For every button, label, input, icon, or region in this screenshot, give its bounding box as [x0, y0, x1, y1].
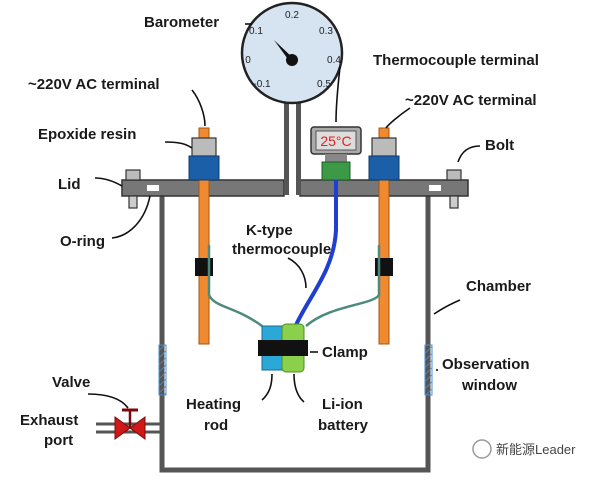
leader-k-type [287, 257, 307, 289]
leader-ac-right [385, 107, 411, 129]
thermocouple-terminal: 25°C [310, 126, 362, 181]
rod-clip-left [195, 258, 213, 276]
label-heating-1: Heating [186, 396, 241, 413]
leader-ac-left [191, 89, 206, 127]
label-thermocouple-terminal: Thermocouple terminal [373, 52, 539, 69]
dial-tick-0.1: 0.1 [249, 26, 263, 37]
label-heating-2: rod [204, 417, 228, 434]
label-valve: Valve [52, 374, 90, 391]
leader-epoxy [164, 141, 193, 149]
label-o-ring: O-ring [60, 233, 105, 250]
label-barometer: Barometer [144, 14, 219, 31]
clamp-band [258, 340, 308, 356]
leader-bolt [457, 145, 481, 163]
barometer-stem [284, 100, 301, 195]
o-ring-slot-right [429, 185, 441, 191]
lid [121, 179, 469, 197]
li-ion-battery [258, 323, 308, 373]
watermark-text: 新能源Leader [496, 442, 576, 457]
leader-valve [87, 393, 129, 409]
thermocouple-wire [294, 180, 338, 326]
wechat-icon [472, 439, 492, 459]
rod-clip-right [375, 258, 393, 276]
label-epoxide-resin: Epoxide resin [38, 126, 136, 143]
epoxy-left [188, 155, 220, 181]
label-bolt: Bolt [485, 137, 514, 154]
label-k-type-2: thermocouple [232, 241, 331, 258]
label-battery-2: battery [318, 417, 369, 434]
heater-wire-left [207, 245, 263, 328]
epoxy-right [368, 155, 400, 181]
dial-tick-0.3: 0.3 [319, 26, 333, 37]
leader-o-ring [111, 195, 151, 239]
label-observation-2: window [461, 377, 517, 394]
leader-lines [87, 23, 481, 409]
label-k-type-1: K-type [246, 222, 293, 239]
leader-battery [293, 373, 305, 403]
dial-tick-0.4: 0.4 [327, 55, 341, 66]
observation-window-right [424, 344, 433, 396]
leader-thermocouple-terminal [335, 66, 341, 123]
leader-chamber [433, 299, 461, 315]
label-ac-terminal-left: ~220V AC terminal [28, 76, 160, 93]
label-exhaust-1: Exhaust [20, 412, 78, 429]
leader-heating [261, 373, 273, 401]
o-ring-slot-left [147, 185, 159, 191]
label-lid: Lid [58, 176, 81, 193]
heating-rod-right [368, 127, 400, 345]
leader-lid [94, 177, 123, 187]
valve[interactable] [114, 408, 146, 440]
label-clamp: Clamp [322, 344, 368, 361]
heating-rod-left [188, 127, 220, 345]
temperature-readout: 25°C [320, 133, 351, 149]
barometer-dial: 0.2 0.1 0.3 0 0.4 -0.1 0.5 [240, 1, 344, 105]
dial-tick-neg0.1: -0.1 [253, 79, 271, 90]
heater-wire-right [305, 245, 381, 327]
chamber [159, 195, 431, 473]
label-exhaust-2: port [44, 432, 73, 449]
label-battery-1: Li-ion [322, 396, 363, 413]
dial-tick-0.2: 0.2 [285, 10, 299, 21]
bolt-left [125, 169, 141, 209]
observation-window-left [158, 344, 167, 396]
watermark: 新能源Leader [472, 439, 576, 459]
bolt-right [446, 169, 462, 209]
label-observation-1: Observation [442, 356, 530, 373]
dial-hub [286, 54, 298, 66]
dial-tick-0.5: 0.5 [317, 79, 331, 90]
label-ac-terminal-right: ~220V AC terminal [405, 92, 537, 109]
label-chamber: Chamber [466, 278, 531, 295]
dial-tick-0: 0 [245, 55, 251, 66]
